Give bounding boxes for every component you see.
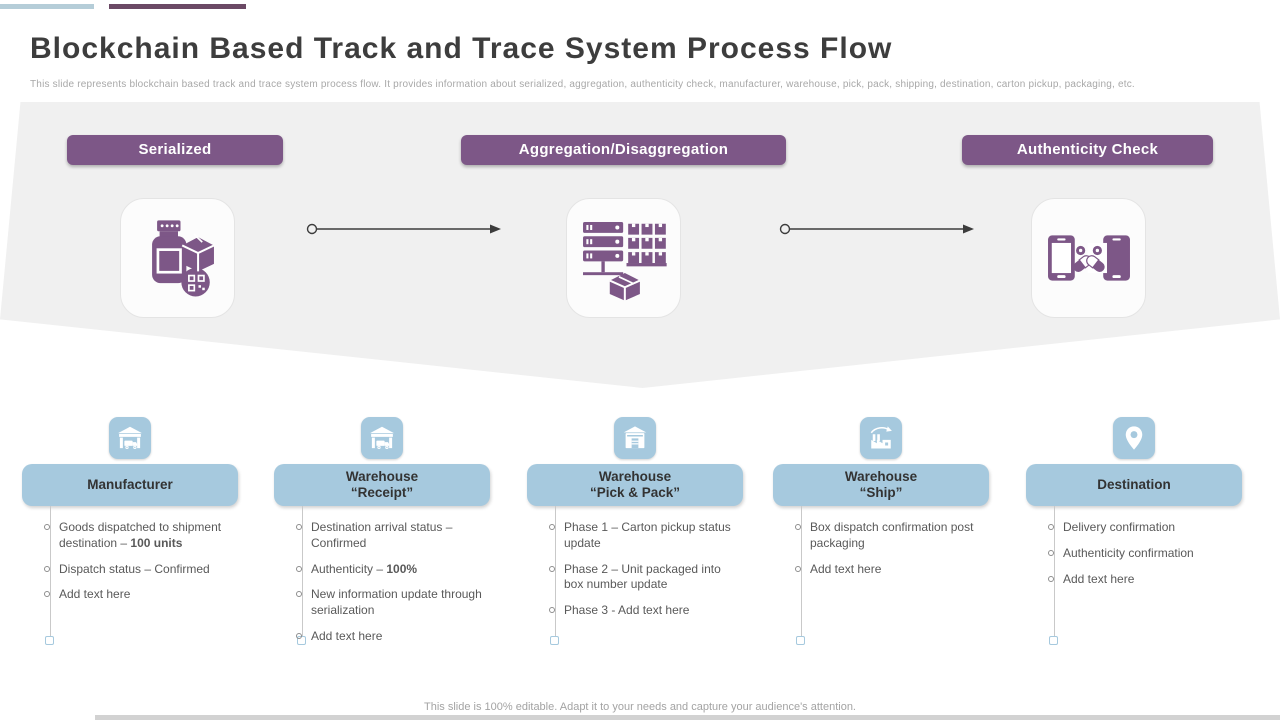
bullet-item: Add text here xyxy=(795,562,989,578)
column-connector-line xyxy=(302,506,303,640)
bullet-item: Box dispatch confirmation post packaging xyxy=(795,520,989,552)
accent-bar-purple xyxy=(109,4,246,9)
bullet-text: Authenticity confirmation xyxy=(1063,545,1194,560)
stage-badge-authenticity: Authenticity Check xyxy=(962,135,1213,165)
bullet-marker xyxy=(549,607,555,614)
bullet-item: Delivery confirmation xyxy=(1048,520,1242,536)
stage-badge-serialized: Serialized xyxy=(67,135,283,165)
bullet-marker xyxy=(296,591,302,598)
column-connector-line xyxy=(50,506,51,640)
bullet-text: Phase 3 - Add text here xyxy=(564,603,690,618)
column-connector-line xyxy=(555,506,556,640)
stage-badge-aggregation: Aggregation/Disaggregation xyxy=(461,135,786,165)
column-warehouse-receipt: Warehouse “Receipt” Destination arrival … xyxy=(274,417,490,657)
destination-iconbox xyxy=(1113,417,1155,459)
flow-arrow-2 xyxy=(779,223,974,235)
column-connector-endpoint xyxy=(550,636,559,645)
bullet-item: Authenticity – 100% xyxy=(296,562,490,578)
pill-bottle-carton-qr-icon xyxy=(151,220,214,297)
warehouse-pick-pack-iconbox xyxy=(614,417,656,459)
bullet-item: Dispatch status – Confirmed xyxy=(44,562,238,578)
phones-pill-verification-icon xyxy=(1047,235,1130,281)
bullet-marker xyxy=(1048,575,1054,582)
bullet-item: Authenticity confirmation xyxy=(1048,546,1242,562)
stage-card-serialized xyxy=(120,198,235,318)
bullet-marker xyxy=(44,591,50,598)
bullet-text: Phase 1 – Carton pickup status update xyxy=(564,520,731,550)
column-connector-line xyxy=(1054,506,1055,640)
warehouse-truck-icon xyxy=(118,426,142,450)
column-manufacturer: Manufacturer Goods dispatched to shipmen… xyxy=(22,417,238,657)
column-connector-endpoint xyxy=(796,636,805,645)
bullet-text: Add text here xyxy=(810,561,882,576)
editable-note: This slide is 100% editable. Adapt it to… xyxy=(424,701,856,713)
bullet-item: Goods dispatched to shipment destination… xyxy=(44,520,238,552)
column-header-manufacturer: Manufacturer xyxy=(22,464,238,506)
bullet-item: Add text here xyxy=(296,629,490,645)
bullet-text: Add text here xyxy=(59,587,131,602)
bullet-item: Phase 2 – Unit packaged into box number … xyxy=(549,562,743,594)
bullet-text: Delivery confirmation xyxy=(1063,520,1176,534)
bullet-marker xyxy=(795,565,801,572)
column-connector-line xyxy=(801,506,802,640)
column-header-destination: Destination xyxy=(1026,464,1242,506)
column-header-warehouse-pick-pack: Warehouse “Pick & Pack” xyxy=(527,464,743,506)
slide-subtitle: This slide represents blockchain based t… xyxy=(30,79,1135,90)
server-pallet-box-icon xyxy=(582,222,667,301)
bullet-list: Goods dispatched to shipment destination… xyxy=(22,520,238,613)
bullet-item: New information update through serializa… xyxy=(296,587,490,619)
bullet-item: Add text here xyxy=(44,587,238,603)
column-connector-endpoint xyxy=(45,636,54,645)
flow-arrow-1 xyxy=(306,223,501,235)
bullet-text: Add text here xyxy=(311,629,383,644)
column-header-warehouse-ship: Warehouse “Ship” xyxy=(773,464,989,506)
warehouse-truck-icon xyxy=(370,426,394,450)
bullet-marker xyxy=(1048,549,1054,556)
bullet-marker xyxy=(296,565,302,572)
bullet-marker xyxy=(549,565,555,572)
bullet-item: Add text here xyxy=(1048,572,1242,588)
accent-bar-blue xyxy=(0,4,94,9)
bullet-text: Destination arrival status – Confirmed xyxy=(311,520,453,550)
column-header-warehouse-receipt: Warehouse “Receipt” xyxy=(274,464,490,506)
factory-growth-icon xyxy=(870,426,892,449)
page-title: Blockchain Based Track and Trace System … xyxy=(30,32,893,65)
bullet-marker xyxy=(1048,524,1054,530)
bottom-accent-strip xyxy=(95,715,1280,720)
warehouse-receipt-iconbox xyxy=(361,417,403,459)
column-warehouse-ship: Warehouse “Ship” Box dispatch confirmati… xyxy=(773,417,989,657)
bullet-marker xyxy=(44,524,50,530)
bullet-marker xyxy=(296,633,302,640)
bullet-marker xyxy=(549,524,555,530)
bullet-text: Add text here xyxy=(1063,571,1135,586)
stage-card-authenticity xyxy=(1031,198,1146,318)
manufacturer-iconbox xyxy=(109,417,151,459)
bullet-text: Dispatch status – Confirmed xyxy=(59,561,210,576)
bullet-text: Phase 2 – Unit packaged into box number … xyxy=(564,561,721,592)
column-warehouse-pick-pack: Warehouse “Pick & Pack” Phase 1 – Carton… xyxy=(527,417,743,657)
bullet-list: Box dispatch confirmation post packaging… xyxy=(773,520,989,587)
bullet-text: Box dispatch confirmation post packaging xyxy=(810,520,974,550)
stage-card-aggregation xyxy=(566,198,681,318)
warehouse-ship-iconbox xyxy=(860,417,902,459)
bullet-marker xyxy=(44,565,50,572)
warehouse-building-icon xyxy=(623,426,647,449)
bullet-marker xyxy=(795,524,801,530)
bullet-text: New information update through serializa… xyxy=(311,587,482,618)
bullet-item: Phase 3 - Add text here xyxy=(549,603,743,619)
bullet-item: Destination arrival status – Confirmed xyxy=(296,520,490,552)
bullet-text: Authenticity – 100% xyxy=(311,561,418,576)
column-connector-endpoint xyxy=(1049,636,1058,645)
location-pin-icon xyxy=(1125,426,1143,450)
bullet-text: Goods dispatched to shipment destination… xyxy=(59,520,222,550)
bullet-item: Phase 1 – Carton pickup status update xyxy=(549,520,743,552)
bullet-marker xyxy=(296,524,302,530)
